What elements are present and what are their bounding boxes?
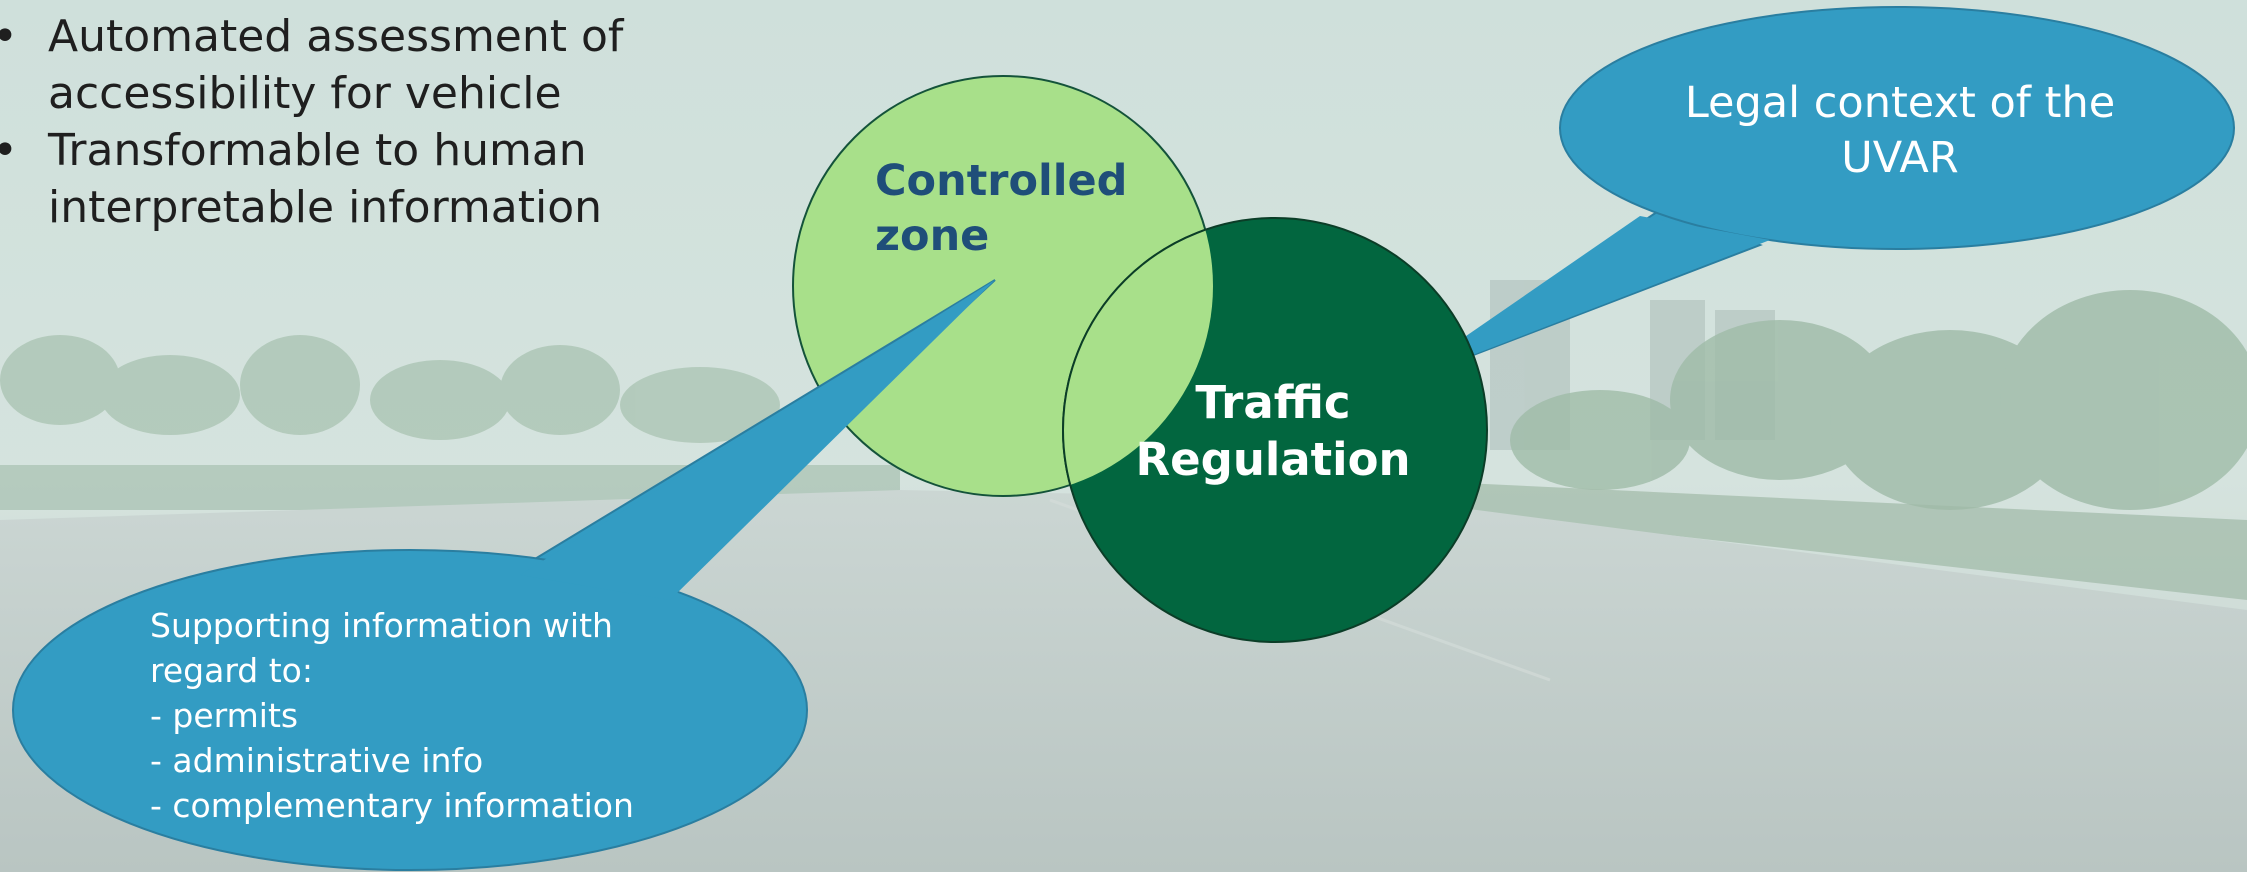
controlled-zone-label-2: zone bbox=[875, 211, 989, 261]
bullet-item: • Automated assessment of accessibility … bbox=[0, 8, 648, 122]
supporting-line-1: Supporting information with bbox=[150, 606, 613, 645]
hedge-right bbox=[1400, 480, 2247, 600]
supporting-line-4: - administrative info bbox=[150, 741, 483, 780]
controlled-zone-label-1: Controlled bbox=[875, 156, 1127, 206]
bullet-dot: • bbox=[0, 8, 18, 65]
callout-legal-line-2: UVAR bbox=[1841, 133, 1958, 183]
tree-line-right bbox=[1510, 290, 2247, 510]
tree-line-left bbox=[0, 335, 780, 443]
supporting-line-5: - complementary information bbox=[150, 786, 634, 825]
traffic-regulation-label-1: Traffic bbox=[1195, 376, 1350, 429]
bullet-text: Automated assessment of accessibility fo… bbox=[48, 11, 624, 119]
bullet-item: • Transformable to human interpretable i… bbox=[0, 122, 648, 236]
bullet-text: Transformable to human interpretable inf… bbox=[48, 125, 603, 233]
supporting-line-3: - permits bbox=[150, 696, 298, 735]
bullet-dot: • bbox=[0, 122, 18, 179]
callout-legal-context: Legal context of the UVAR bbox=[1394, 6, 2235, 386]
traffic-regulation-label-2: Regulation bbox=[1135, 433, 1410, 486]
bullet-list: • Automated assessment of accessibility … bbox=[0, 8, 648, 236]
supporting-line-2: regard to: bbox=[150, 651, 313, 690]
circle-intersection bbox=[1063, 218, 1213, 496]
callout-supporting-info: Supporting information with regard to: -… bbox=[12, 279, 996, 871]
callout-legal-line-1: Legal context of the bbox=[1685, 78, 2115, 128]
